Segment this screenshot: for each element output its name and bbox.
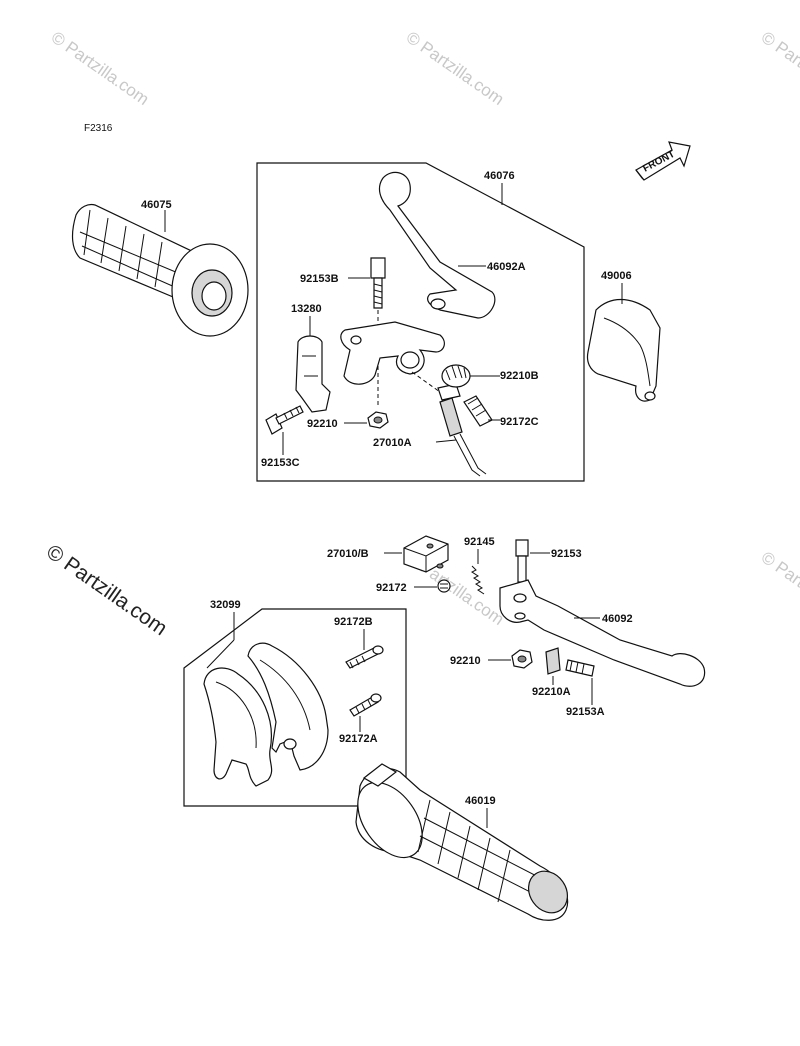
lever-46076 [378,171,496,319]
part-label-92210-lower: 92210 [450,655,481,667]
lever-holder [340,321,445,385]
part-label-92172B: 92172B [334,616,373,628]
watermark-text: © Partzilla.com [758,548,800,629]
bolt-92153C [265,405,304,435]
part-label-46092: 46092 [602,613,633,625]
part-label-92145: 92145 [464,536,495,548]
part-label-92172A: 92172A [339,733,378,745]
collar-92210A [545,647,561,675]
watermark-text: © Partzilla.com [403,28,508,109]
watermark-large-text: © Partzilla.com [42,540,171,640]
watermark-text: © Partzilla.com [48,28,153,109]
part-label-27010B: 27010/B [327,548,369,560]
adjuster-92210B [441,364,471,388]
switch-27010B [403,535,449,573]
screw-92172 [437,579,451,593]
part-label-46075: 46075 [141,199,172,211]
housing-assembly-box [183,608,407,807]
part-label-92210A: 92210A [532,686,571,698]
part-label-92153A: 92153A [566,706,605,718]
part-label-92153B: 92153B [300,273,339,285]
bolt-92153 [515,539,529,583]
clamp-13280 [295,335,331,413]
part-label-46076: 46076 [484,170,515,182]
housing-half-right [247,642,329,771]
part-label-46019: 46019 [465,795,496,807]
left-grip-46075 [71,203,249,337]
brake-lever-46092 [499,579,706,687]
part-label-92172C: 92172C [500,416,539,428]
bolt-92153A [565,659,595,677]
screw-92172C [463,395,493,427]
part-label-27010A: 27010A [373,437,412,449]
part-label-92153C: 92153C [261,457,300,469]
screw-92172A [349,693,382,717]
part-label-49006: 49006 [601,270,632,282]
diagram-code: F2316 [84,123,113,134]
part-label-92210-upper: 92210 [307,418,338,430]
throttle-grip-46019 [355,763,569,921]
watermark-text: © Partzilla.com [758,28,800,109]
nut-92210-upper [367,411,389,429]
part-label-32099: 32099 [210,599,241,611]
nut-92210-lower [511,649,533,669]
screw-92172B [345,645,384,669]
switch-27010A [437,383,487,477]
housing-half-left [203,667,273,787]
clutch-lever-assembly-box [256,162,585,482]
part-label-92172: 92172 [376,582,407,594]
lever-cover-49006 [586,299,661,402]
front-direction-arrow: FRONT [635,141,691,181]
part-label-92210B: 92210B [500,370,539,382]
spring-92145 [471,565,485,595]
part-label-13280: 13280 [291,303,322,315]
part-label-46092A: 46092A [487,261,526,273]
bolt-92153B [370,257,386,309]
part-label-92153: 92153 [551,548,582,560]
